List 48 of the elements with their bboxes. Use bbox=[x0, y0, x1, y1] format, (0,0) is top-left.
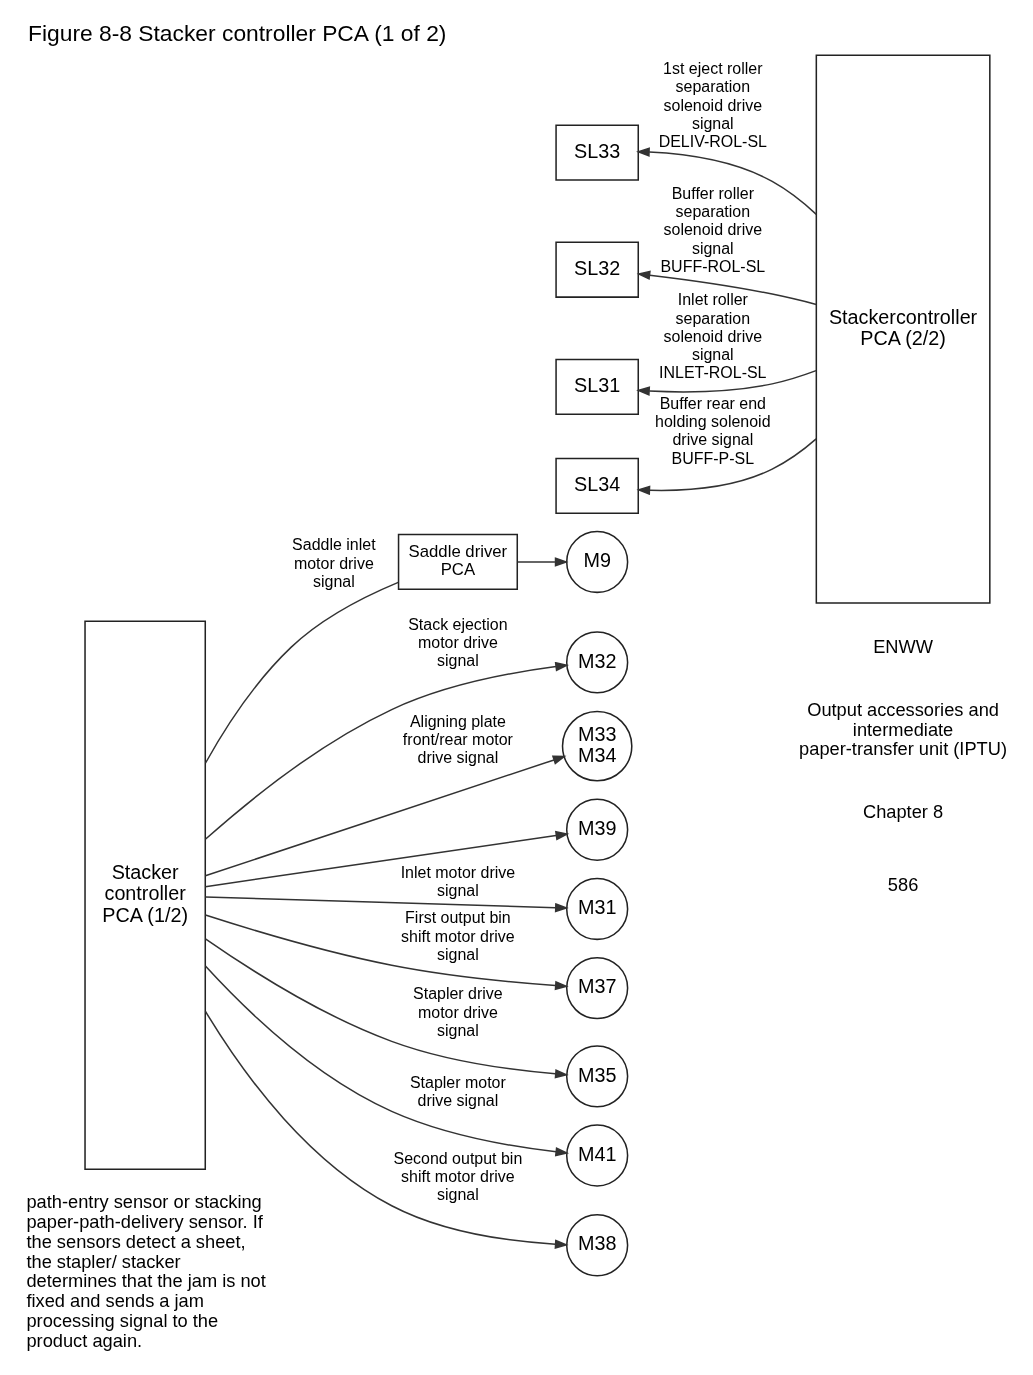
diagram-title: Figure 8-8 Stacker controller PCA (1 of 2) bbox=[28, 20, 447, 47]
label: 586 bbox=[887, 873, 919, 895]
node-box: Saddle driver PCA bbox=[397, 533, 518, 591]
node-circle: M35 bbox=[565, 1045, 629, 1108]
arrow bbox=[204, 830, 570, 888]
edge-label: Second output bin shift motor drive signal bbox=[393, 1149, 523, 1204]
arrow bbox=[204, 661, 569, 841]
arrow bbox=[636, 438, 817, 496]
node-box: SL33 bbox=[555, 124, 639, 181]
edge-label: First output bin shift motor drive signal bbox=[401, 909, 515, 963]
edge-label: Inlet roller separation solenoid drive signal INLET-ROL-SL bbox=[659, 291, 767, 382]
node-box: Stackercontroller PCA (2/2) bbox=[815, 54, 991, 604]
node-circle: M32 bbox=[565, 631, 629, 694]
edge-label: Saddle inlet motor drive signal bbox=[292, 536, 376, 590]
arrow bbox=[516, 557, 569, 567]
label: path-entry sensor or stacking paper-path-delivery sensor. If the sensors detect a sheet, the stapler/ stacker determines that the jam is not fixed and sends a jam processing signal to the product again. bbox=[26, 1191, 266, 1351]
node-circle: M38 bbox=[565, 1214, 629, 1277]
edge-label: Stack ejection motor drive signal bbox=[408, 615, 508, 670]
edge-label: Buffer rear end holding solenoid drive signal BUFF-P-SL bbox=[655, 394, 771, 467]
edge-label: Stapler drive motor drive signal bbox=[413, 985, 503, 1039]
arrow bbox=[204, 896, 569, 913]
node-circle: M37 bbox=[565, 956, 629, 1020]
arrow bbox=[204, 914, 569, 991]
arrow bbox=[636, 369, 817, 396]
label: Chapter 8 bbox=[862, 800, 944, 822]
node-circle: M41 bbox=[565, 1124, 629, 1187]
node-circle: M9 bbox=[565, 530, 629, 594]
node-box: Stacker controller PCA (1/2) bbox=[84, 620, 206, 1170]
label: ENWW bbox=[873, 636, 933, 658]
edge-label: 1st eject roller separation solenoid drive signal DELIV-ROL-SL bbox=[658, 60, 767, 151]
edge-label: Inlet motor drive signal bbox=[400, 863, 516, 899]
node-box: SL34 bbox=[555, 457, 639, 514]
edge-label: Stapler motor drive signal bbox=[409, 1073, 506, 1109]
edge-label: Buffer roller separation solenoid drive signal BUFF-ROL-SL bbox=[660, 184, 766, 275]
arrow bbox=[204, 755, 567, 877]
connector bbox=[204, 581, 399, 764]
node-circle: M39 bbox=[565, 798, 629, 861]
edge-label: Aligning plate front/rear motor drive signal bbox=[402, 712, 513, 767]
arrow bbox=[204, 938, 569, 1079]
node-circle: M33 M34 bbox=[561, 710, 633, 782]
node-circle: M31 bbox=[565, 877, 629, 941]
arrow bbox=[204, 965, 570, 1157]
arrow bbox=[636, 147, 818, 216]
arrow bbox=[204, 1010, 569, 1249]
node-box: SL32 bbox=[555, 241, 639, 298]
arrow bbox=[636, 270, 818, 306]
node-box: SL31 bbox=[555, 358, 639, 416]
label: Output accessories and intermediate paper-transfer unit (IPTU) bbox=[799, 698, 1008, 760]
